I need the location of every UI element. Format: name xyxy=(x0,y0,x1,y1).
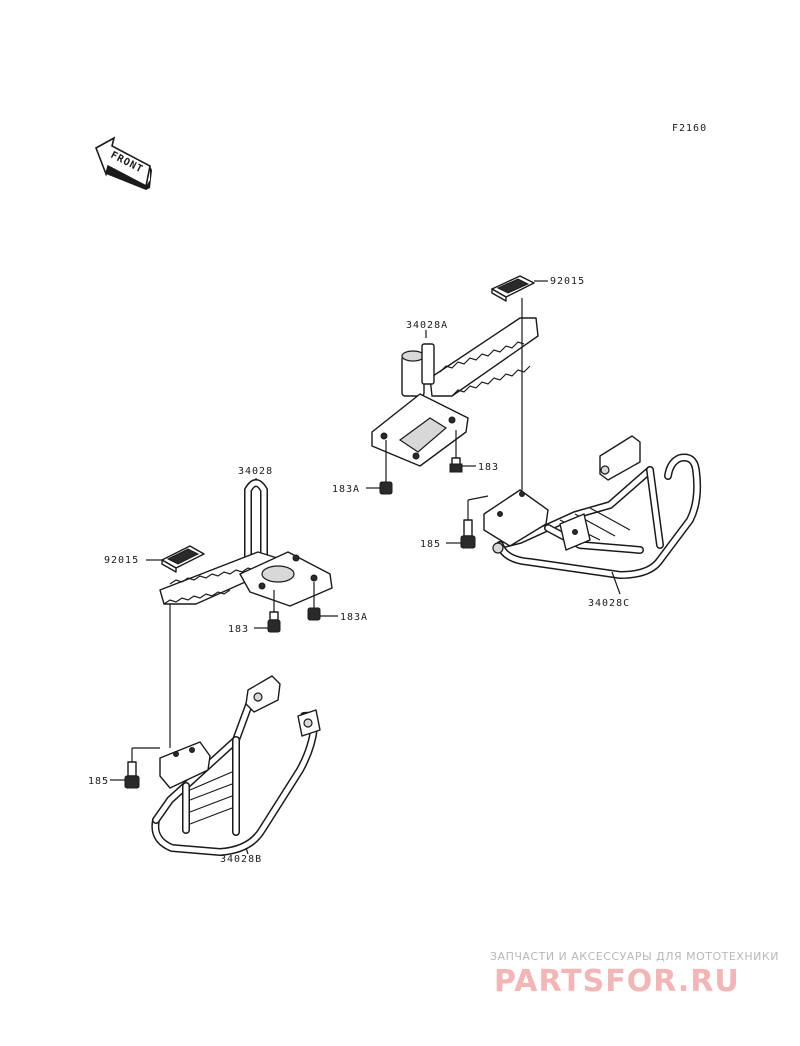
part-34028C-frame-guard xyxy=(483,435,702,579)
part-185-bolt-right xyxy=(460,495,489,549)
watermark-tagline: ЗАПЧАСТИ И АКСЕССУАРЫ ДЛЯ МОТОТЕХНИКИ xyxy=(490,950,779,963)
part-183-bolt-left xyxy=(267,590,281,633)
label-34028A: 34028A xyxy=(406,320,448,331)
front-direction-arrow-icon: FRONT xyxy=(95,136,152,190)
part-183A-nut-left xyxy=(307,582,321,621)
leader-34028C xyxy=(611,571,621,595)
label-92015-upper: 92015 xyxy=(550,276,585,287)
part-92015-pad-upper xyxy=(491,275,535,302)
label-183A-right: 183A xyxy=(332,484,360,495)
part-34028-footrest xyxy=(159,479,333,607)
part-34028B-frame-guard xyxy=(151,675,321,856)
watermark-logo: PARTSFOR.RU xyxy=(494,964,740,999)
label-183-left: 183 xyxy=(228,624,249,635)
label-185-right: 185 xyxy=(420,539,441,550)
part-185-bolt-left xyxy=(124,747,160,789)
label-34028C: 34028C xyxy=(588,598,630,609)
part-183-bolt-right xyxy=(449,430,463,473)
figure-code: F2160 xyxy=(672,123,707,134)
part-34028A-footrest-bracket xyxy=(371,317,539,467)
label-183-right: 183 xyxy=(478,462,499,473)
label-34028B: 34028B xyxy=(220,854,262,865)
label-92015-lower: 92015 xyxy=(104,555,139,566)
label-34028: 34028 xyxy=(238,466,273,477)
part-92015-pad-lower xyxy=(161,545,205,573)
label-183A-left: 183A xyxy=(340,612,368,623)
label-185-left: 185 xyxy=(88,776,109,787)
leader-34028B xyxy=(245,847,249,855)
